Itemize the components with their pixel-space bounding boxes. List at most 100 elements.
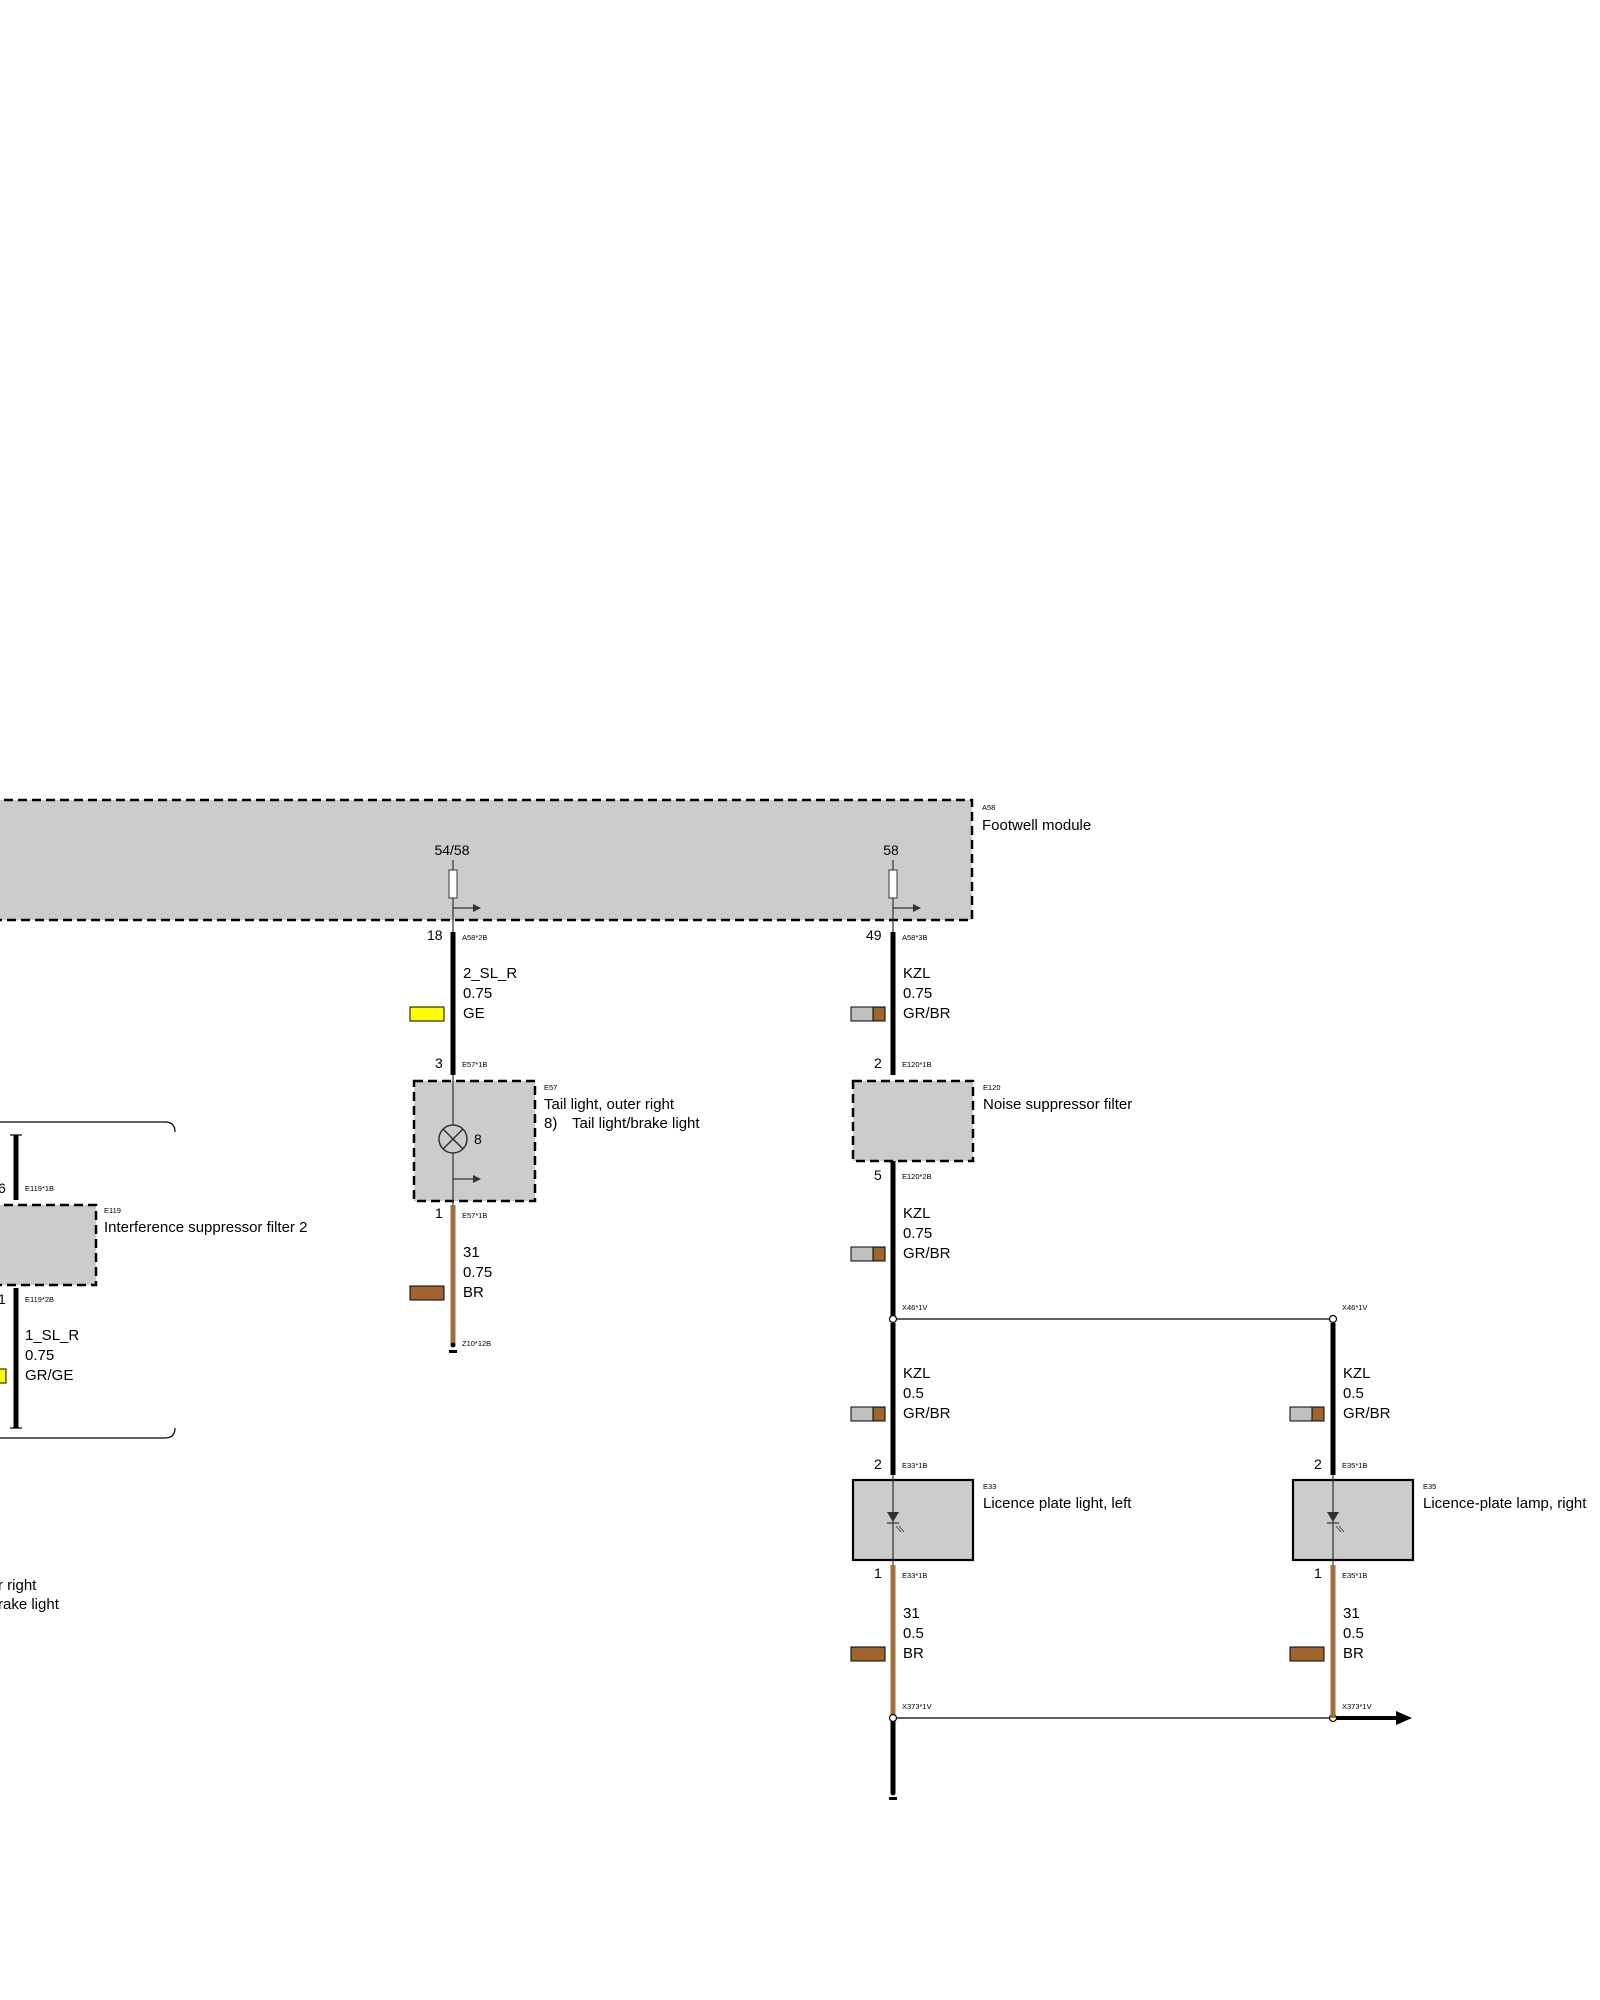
licence-plate-lamp-right: E35 Licence-plate lamp, right	[1291, 1475, 1587, 1565]
conn-e120-1b: E120*1B	[902, 1060, 932, 1069]
pin-e35-1: 1	[1314, 1565, 1322, 1581]
footwell-module: A58 Footwell module 54/58 58	[0, 798, 1091, 932]
e57-note-num: 8)	[544, 1115, 557, 1132]
conn-e33-1b-top: E33*1B	[902, 1461, 927, 1470]
ground-symbol	[449, 1350, 457, 1353]
wire-color-swatch	[850, 1406, 886, 1422]
e57-name: Tail light, outer right	[544, 1096, 675, 1113]
wire-label-color: GR/BR	[903, 1245, 951, 1262]
conn-e33-1b-bot: E33*1B	[902, 1571, 927, 1580]
pin-e33-2: 2	[874, 1456, 882, 1472]
wire-color-swatch	[850, 1006, 886, 1022]
pin-e119-top: 6	[0, 1180, 6, 1196]
wire-31-e57: 1 E57*1B 31 0.75 BR Z10*12B	[409, 1205, 492, 1353]
wire-kzl-e120-x46: 5 E120*2B KZL 0.75 GR/BR	[850, 1161, 951, 1319]
bulb-number: 8	[474, 1131, 482, 1147]
conn-x373-right: X373*1V	[1342, 1702, 1372, 1711]
pin-a58-18: 18	[427, 927, 443, 943]
wire-kzl-x46-e35: KZL 0.5 GR/BR 2 E35*1B	[1289, 1323, 1391, 1475]
wire-label-color: GR/BR	[1343, 1405, 1391, 1422]
e57-note-text: Tail light/brake light	[572, 1115, 700, 1132]
a58-pin-label-5458: 54/58	[434, 842, 469, 858]
partial-cut-label: r right rake light	[0, 1577, 60, 1613]
licence-plate-light-left: E33 Licence plate light, left	[851, 1475, 1132, 1565]
wire-label-size: 0.75	[463, 985, 492, 1002]
wire-color-swatch	[850, 1246, 886, 1262]
wire-color-swatch	[0, 1368, 7, 1384]
e119-name: Interference suppressor filter 2	[104, 1219, 307, 1236]
continuation-arrow-icon	[1396, 1711, 1412, 1725]
wire-label-size: 0.5	[903, 1625, 924, 1642]
a58-code: A58	[982, 803, 995, 812]
partial-text-line1: r right	[0, 1577, 37, 1594]
wire-label-name: KZL	[1343, 1365, 1371, 1382]
e120-code: E120	[983, 1083, 1001, 1092]
wire-label-color: BR	[463, 1284, 484, 1301]
conn-x46-left: X46*1V	[902, 1303, 927, 1312]
wire-label-color: GE	[463, 1005, 485, 1022]
wire-label-color: BR	[903, 1645, 924, 1662]
wire-kzl-a58-e120: 49 A58*3B KZL 0.75 GR/BR 2 E120*1B	[850, 927, 951, 1075]
wire-color-swatch	[409, 1006, 445, 1022]
e33-code: E33	[983, 1482, 996, 1491]
e33-name: Licence plate light, left	[983, 1495, 1132, 1512]
wire-2-sl-r: 18 A58*2B 2_SL_R 0.75 GE 3 E57*1B	[409, 927, 517, 1075]
splice-x46: X46*1V X46*1V	[888, 1303, 1367, 1324]
a58-pin-label-58: 58	[883, 842, 899, 858]
wire-label-size: 0.5	[903, 1385, 924, 1402]
wire-31-e33: 1 E33*1B 31 0.5 BR	[850, 1565, 927, 1718]
conn-e119-2b: E119*2B	[25, 1295, 54, 1304]
wire-1-sl-r: 1 E119*2B 1_SL_R 0.75 GR/GE	[0, 1288, 79, 1429]
conn-e35-1b-bot: E35*1B	[1342, 1571, 1367, 1580]
wire-label-name: 31	[463, 1244, 480, 1261]
conn-e35-1b-top: E35*1B	[1342, 1461, 1367, 1470]
conn-x46-right: X46*1V	[1342, 1303, 1367, 1312]
wire-color-swatch	[1289, 1646, 1325, 1662]
wire-label-color: GR/BR	[903, 1405, 951, 1422]
e57-code: E57	[544, 1083, 557, 1092]
wire-color-swatch	[409, 1285, 445, 1301]
pin-e57-3: 3	[435, 1055, 443, 1071]
alternative-bracket	[0, 1121, 176, 1439]
pin-e33-1: 1	[874, 1565, 882, 1581]
pin-e120-2: 2	[874, 1055, 882, 1071]
wire-label-color: GR/GE	[25, 1367, 73, 1384]
e119-code: E119	[104, 1206, 121, 1215]
conn-e120-2b: E120*2B	[902, 1172, 932, 1181]
wire-label-name: 2_SL_R	[463, 965, 517, 982]
pin-e35-2: 2	[1314, 1456, 1322, 1472]
wire-label-color: GR/BR	[903, 1005, 951, 1022]
wire-label-name: KZL	[903, 1365, 931, 1382]
conn-e119-1b: E119*1B	[25, 1184, 54, 1193]
pin-a58-49: 49	[866, 927, 882, 943]
wire-color-swatch	[850, 1646, 886, 1662]
pin-e119-bot: 1	[0, 1291, 6, 1307]
conn-e57-1b-bot: E57*1B	[462, 1211, 487, 1220]
wire-label-name: 31	[1343, 1605, 1360, 1622]
noise-suppressor-filter: E120 Noise suppressor filter	[851, 1079, 1132, 1163]
pin-e120-5: 5	[874, 1167, 882, 1183]
wire-label-size: 0.5	[1343, 1625, 1364, 1642]
e120-name: Noise suppressor filter	[983, 1096, 1132, 1113]
partial-text-line2: rake light	[0, 1596, 60, 1613]
wire-kzl-x46-e33: KZL 0.5 GR/BR 2 E33*1B	[850, 1323, 951, 1475]
wire-label-name: KZL	[903, 1205, 931, 1222]
led-icon	[1327, 1512, 1345, 1533]
wire-label-name: 31	[903, 1605, 920, 1622]
wire-label-size: 0.75	[903, 1225, 932, 1242]
wire-label-name: KZL	[903, 965, 931, 982]
wire-31-e35: 1 E35*1B 31 0.5 BR	[1289, 1565, 1367, 1718]
wire-label-color: BR	[1343, 1645, 1364, 1662]
wire-label-size: 0.5	[1343, 1385, 1364, 1402]
wire-label-size: 0.75	[903, 985, 932, 1002]
wire-label-name: 1_SL_R	[25, 1327, 79, 1344]
tail-light-outer-right: 8 E57 Tail light, outer right 8) Tail li…	[412, 1075, 700, 1205]
led-icon	[887, 1512, 905, 1533]
a58-name: Footwell module	[982, 817, 1091, 834]
conn-z10-12b: Z10*12B	[462, 1339, 491, 1348]
conn-a58-2b: A58*2B	[462, 933, 487, 942]
splice-x373: X373*1V X373*1V	[888, 1702, 1412, 1800]
wire-e119-upper: 6 E119*1B	[0, 1134, 54, 1200]
conn-x373-left: X373*1V	[902, 1702, 932, 1711]
e35-name: Licence-plate lamp, right	[1423, 1495, 1587, 1512]
